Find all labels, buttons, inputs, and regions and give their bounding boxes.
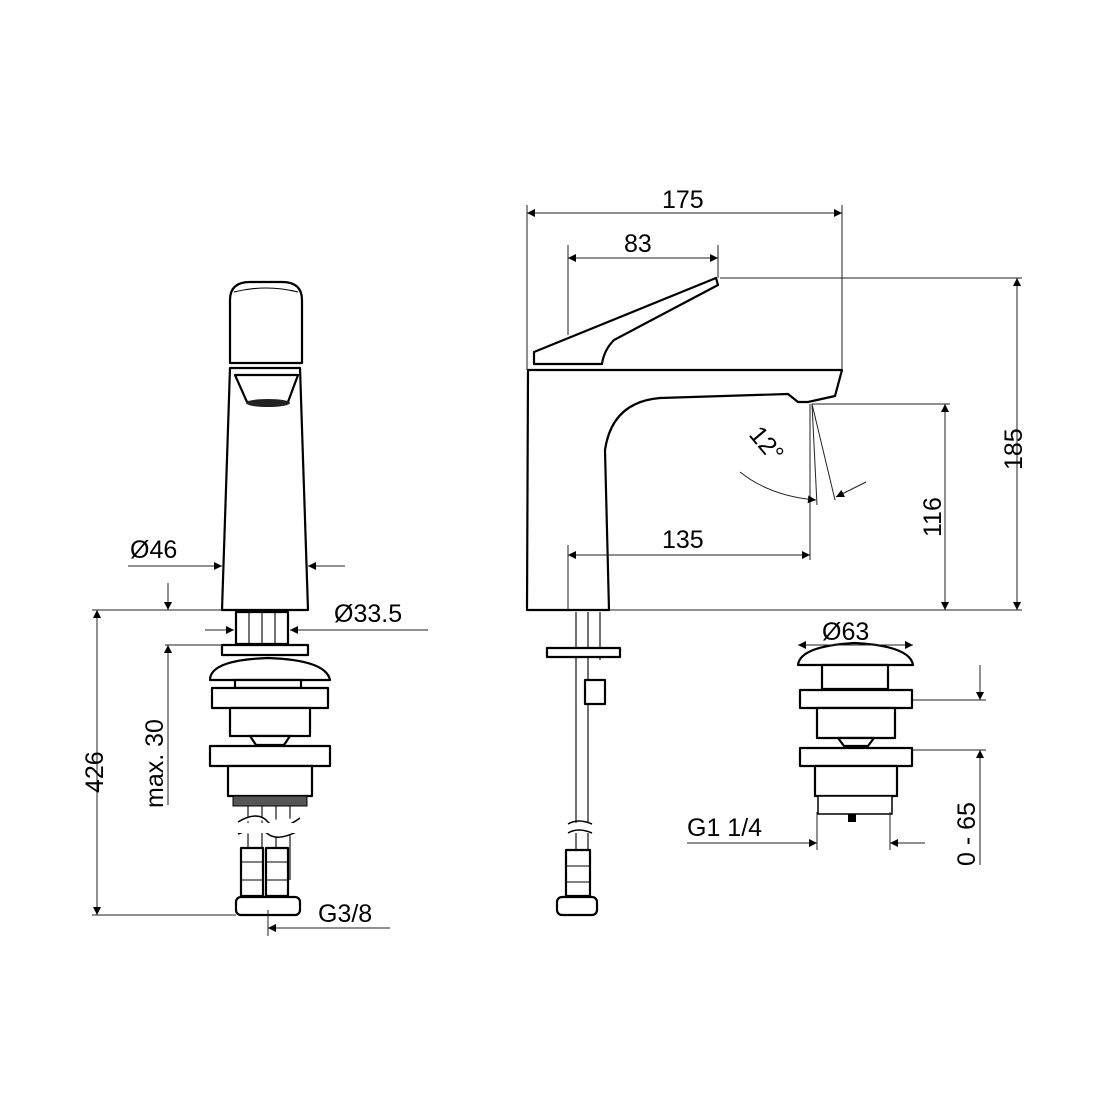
waste-cap bbox=[796, 641, 915, 667]
side-body-spout bbox=[525, 368, 844, 612]
dim-depth-175: 175 bbox=[662, 186, 704, 214]
dim-height-426: 426 bbox=[81, 751, 109, 793]
dim-angle-12: 12° bbox=[743, 421, 789, 468]
waste-view: Ø63 0 - 65 G1 1/4 bbox=[687, 618, 986, 866]
front-spout-outlet bbox=[233, 373, 300, 404]
front-stems bbox=[234, 610, 290, 646]
dim-diameter-63: Ø63 bbox=[822, 618, 869, 646]
dim-diameter-46: Ø46 bbox=[130, 536, 177, 564]
dim-max-30: max. 30 bbox=[141, 719, 169, 808]
dim-height-185: 185 bbox=[1000, 428, 1028, 470]
side-stems bbox=[545, 612, 622, 917]
front-waste bbox=[208, 656, 332, 807]
dim-thread-g3-8: G3/8 bbox=[318, 900, 372, 928]
dim-handle-83: 83 bbox=[624, 230, 652, 258]
front-view: Ø46 Ø33.5 426 max. 30 G3/8 bbox=[81, 280, 428, 936]
front-supply-hoses bbox=[234, 806, 302, 917]
front-handle bbox=[228, 280, 304, 365]
dim-range-0-65: 0 - 65 bbox=[953, 802, 981, 866]
side-handle-lever bbox=[532, 276, 720, 366]
dim-spout-height-116: 116 bbox=[919, 497, 947, 537]
dim-thread-g1-1-4: G1 1/4 bbox=[687, 814, 762, 842]
front-body bbox=[220, 366, 310, 612]
dim-reach-135: 135 bbox=[662, 526, 704, 554]
dim-diameter-33-5: Ø33.5 bbox=[334, 600, 402, 628]
front-washer bbox=[220, 643, 310, 657]
side-view: 175 83 185 116 135 12° bbox=[525, 186, 1028, 917]
